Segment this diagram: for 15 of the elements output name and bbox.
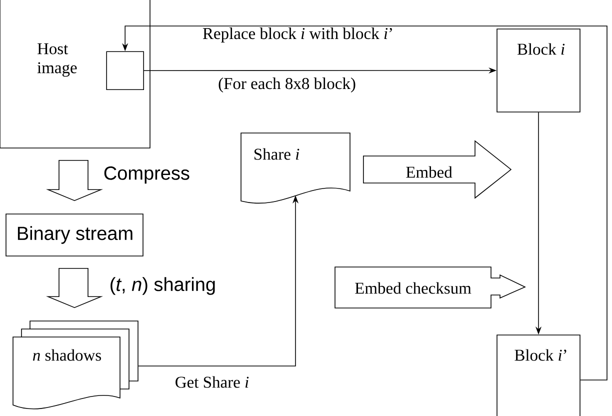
edge-label: Compress bbox=[102, 165, 191, 185]
edge-label: Get Share i bbox=[174, 375, 250, 389]
process-box: Binary stream bbox=[6, 214, 144, 256]
block-arrow bbox=[46, 268, 104, 308]
edge-label: (For each 8x8 block) bbox=[217, 76, 357, 94]
block-arrow bbox=[46, 160, 104, 202]
image-box: Host image bbox=[0, 0, 150, 148]
node-label: n shadows bbox=[32, 349, 101, 361]
block-box: Block i’ bbox=[496, 334, 580, 416]
edge-label: Embed bbox=[404, 165, 454, 179]
edge-label: (t, n) sharing bbox=[108, 276, 218, 296]
block-box: Block i bbox=[496, 28, 580, 112]
stacked-documents: n shadows bbox=[12, 320, 138, 410]
edge-label: Replace block i with block i’ bbox=[201, 26, 395, 44]
block-box bbox=[106, 51, 144, 90]
